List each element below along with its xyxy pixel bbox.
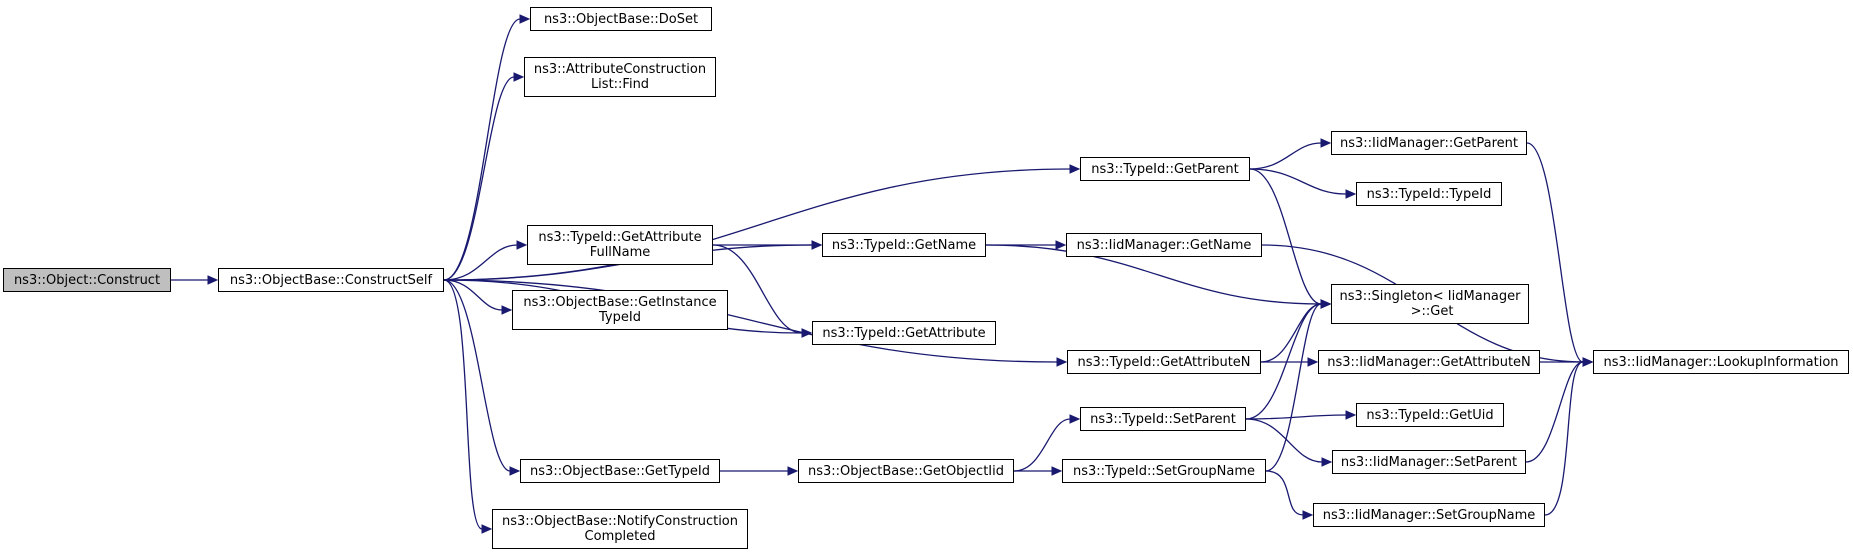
edge-objectbase-constructself-to-attributeconstructionlist-find (443, 72, 525, 281)
edge-typeid-getattributefullname-to-typeid-getname (713, 240, 823, 250)
edge-objectbase-getobjectiid-to-typeid-setparent (1013, 414, 1081, 472)
edge-object-construct-to-objectbase-constructself (171, 275, 219, 285)
node-typeid-getattribute[interactable]: ns3::TypeId::GetAttribute (812, 321, 996, 345)
node-iidmanager-setgroupname[interactable]: ns3::IidManager::SetGroupName (1313, 503, 1545, 527)
edge-typeid-getparent-to-singleton-iidmanager-get (1249, 168, 1332, 309)
node-typeid-getname[interactable]: ns3::TypeId::GetName (822, 233, 986, 257)
node-object-construct: ns3::Object::Construct (3, 268, 171, 292)
node-typeid-setparent[interactable]: ns3::TypeId::SetParent (1080, 407, 1246, 431)
edge-typeid-getattributefullname-to-typeid-getattribute (712, 244, 813, 338)
edge-iidmanager-setgroupname-to-iidmanager-lookupinformation (1544, 357, 1594, 516)
node-iidmanager-setparent[interactable]: ns3::IidManager::SetParent (1332, 450, 1526, 474)
node-iidmanager-getparent[interactable]: ns3::IidManager::GetParent (1331, 131, 1527, 155)
edge-objectbase-getobjectiid-to-typeid-setgroupname (1014, 466, 1063, 476)
node-attributeconstructionlist-find[interactable]: ns3::AttributeConstruction List::Find (524, 57, 716, 97)
edge-typeid-getattributen-to-iidmanager-getattributen (1260, 357, 1319, 367)
node-typeid-getattributefullname[interactable]: ns3::TypeId::GetAttribute FullName (527, 225, 713, 265)
node-iidmanager-lookupinformation[interactable]: ns3::IidManager::LookupInformation (1593, 350, 1849, 374)
edge-objectbase-constructself-to-objectbase-doset (443, 14, 531, 281)
edge-objectbase-constructself-to-typeid-getattributen (443, 279, 1068, 367)
node-typeid-setgroupname[interactable]: ns3::TypeId::SetGroupName (1062, 459, 1266, 483)
node-typeid-getparent[interactable]: ns3::TypeId::GetParent (1080, 157, 1250, 181)
edge-iidmanager-getparent-to-iidmanager-lookupinformation (1526, 142, 1594, 367)
node-objectbase-notifyconstructioncompleted[interactable]: ns3::ObjectBase::NotifyConstruction Comp… (492, 509, 748, 549)
edge-typeid-setparent-to-typeid-getuid (1245, 410, 1357, 420)
node-objectbase-gettypeid[interactable]: ns3::ObjectBase::GetTypeId (520, 459, 720, 483)
edge-typeid-getparent-to-typeid-typeid (1249, 168, 1357, 199)
edge-typeid-setgroupname-to-singleton-iidmanager-get (1265, 299, 1332, 472)
node-iidmanager-getname[interactable]: ns3::IidManager::GetName (1066, 233, 1262, 257)
edge-objectbase-gettypeid-to-objectbase-getobjectiid (720, 466, 799, 476)
edge-typeid-setparent-to-iidmanager-setparent (1245, 418, 1333, 467)
node-objectbase-constructself[interactable]: ns3::ObjectBase::ConstructSelf (218, 268, 444, 292)
edge-typeid-setgroupname-to-iidmanager-setgroupname (1265, 470, 1314, 520)
node-iidmanager-getattributen[interactable]: ns3::IidManager::GetAttributeN (1318, 350, 1540, 374)
node-singleton-iidmanager-get[interactable]: ns3::Singleton< IidManager >::Get (1331, 284, 1529, 324)
node-typeid-getuid[interactable]: ns3::TypeId::GetUid (1356, 403, 1504, 427)
edge-objectbase-constructself-to-objectbase-notifyconstructioncompleted (443, 279, 493, 534)
node-objectbase-getobjectiid[interactable]: ns3::ObjectBase::GetObjectIid (798, 459, 1014, 483)
edge-objectbase-constructself-to-objectbase-gettypeid (443, 279, 521, 476)
node-objectbase-getinstancetypeid[interactable]: ns3::ObjectBase::GetInstance TypeId (512, 290, 728, 330)
edge-objectbase-constructself-to-typeid-getattributefullname (443, 240, 528, 281)
node-typeid-getattributen[interactable]: ns3::TypeId::GetAttributeN (1067, 350, 1261, 374)
edge-objectbase-constructself-to-objectbase-getinstancetypeid (443, 279, 513, 315)
edge-typeid-getparent-to-iidmanager-getparent (1249, 138, 1332, 170)
node-objectbase-doset[interactable]: ns3::ObjectBase::DoSet (530, 7, 712, 31)
node-typeid-typeid[interactable]: ns3::TypeId::TypeId (1356, 182, 1502, 206)
